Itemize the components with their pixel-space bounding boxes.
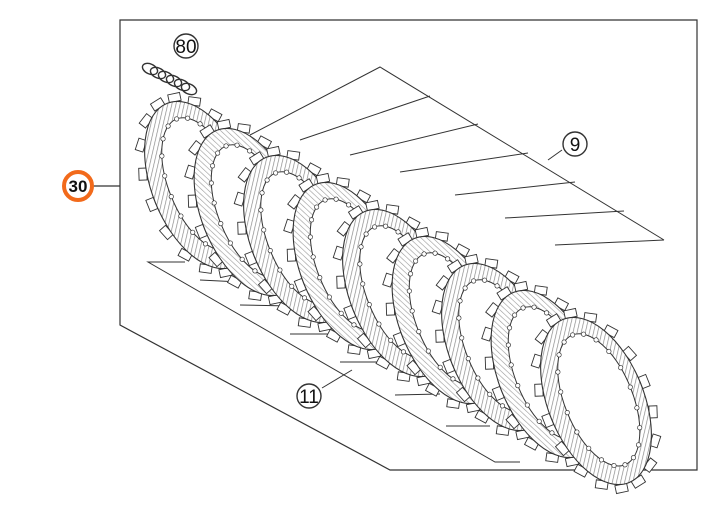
main-assembly-number: 30 xyxy=(69,177,88,196)
spring-icon[interactable] xyxy=(141,61,199,97)
outer-plates-leaders xyxy=(249,66,665,246)
spring-callout[interactable]: 80 xyxy=(173,33,199,59)
clutch-plate xyxy=(530,307,662,495)
outer-plates-number: 9 xyxy=(570,135,581,156)
inner-plates-number: 11 xyxy=(299,387,319,408)
main-assembly-callout[interactable]: 30 xyxy=(62,170,94,202)
clutch-plate-stack xyxy=(134,91,662,495)
assembly-frame xyxy=(119,19,698,471)
outer-plates-callout[interactable]: 9 xyxy=(562,131,588,157)
spring-number: 80 xyxy=(175,37,196,58)
inner-plates-callout[interactable]: 11 xyxy=(296,383,322,409)
